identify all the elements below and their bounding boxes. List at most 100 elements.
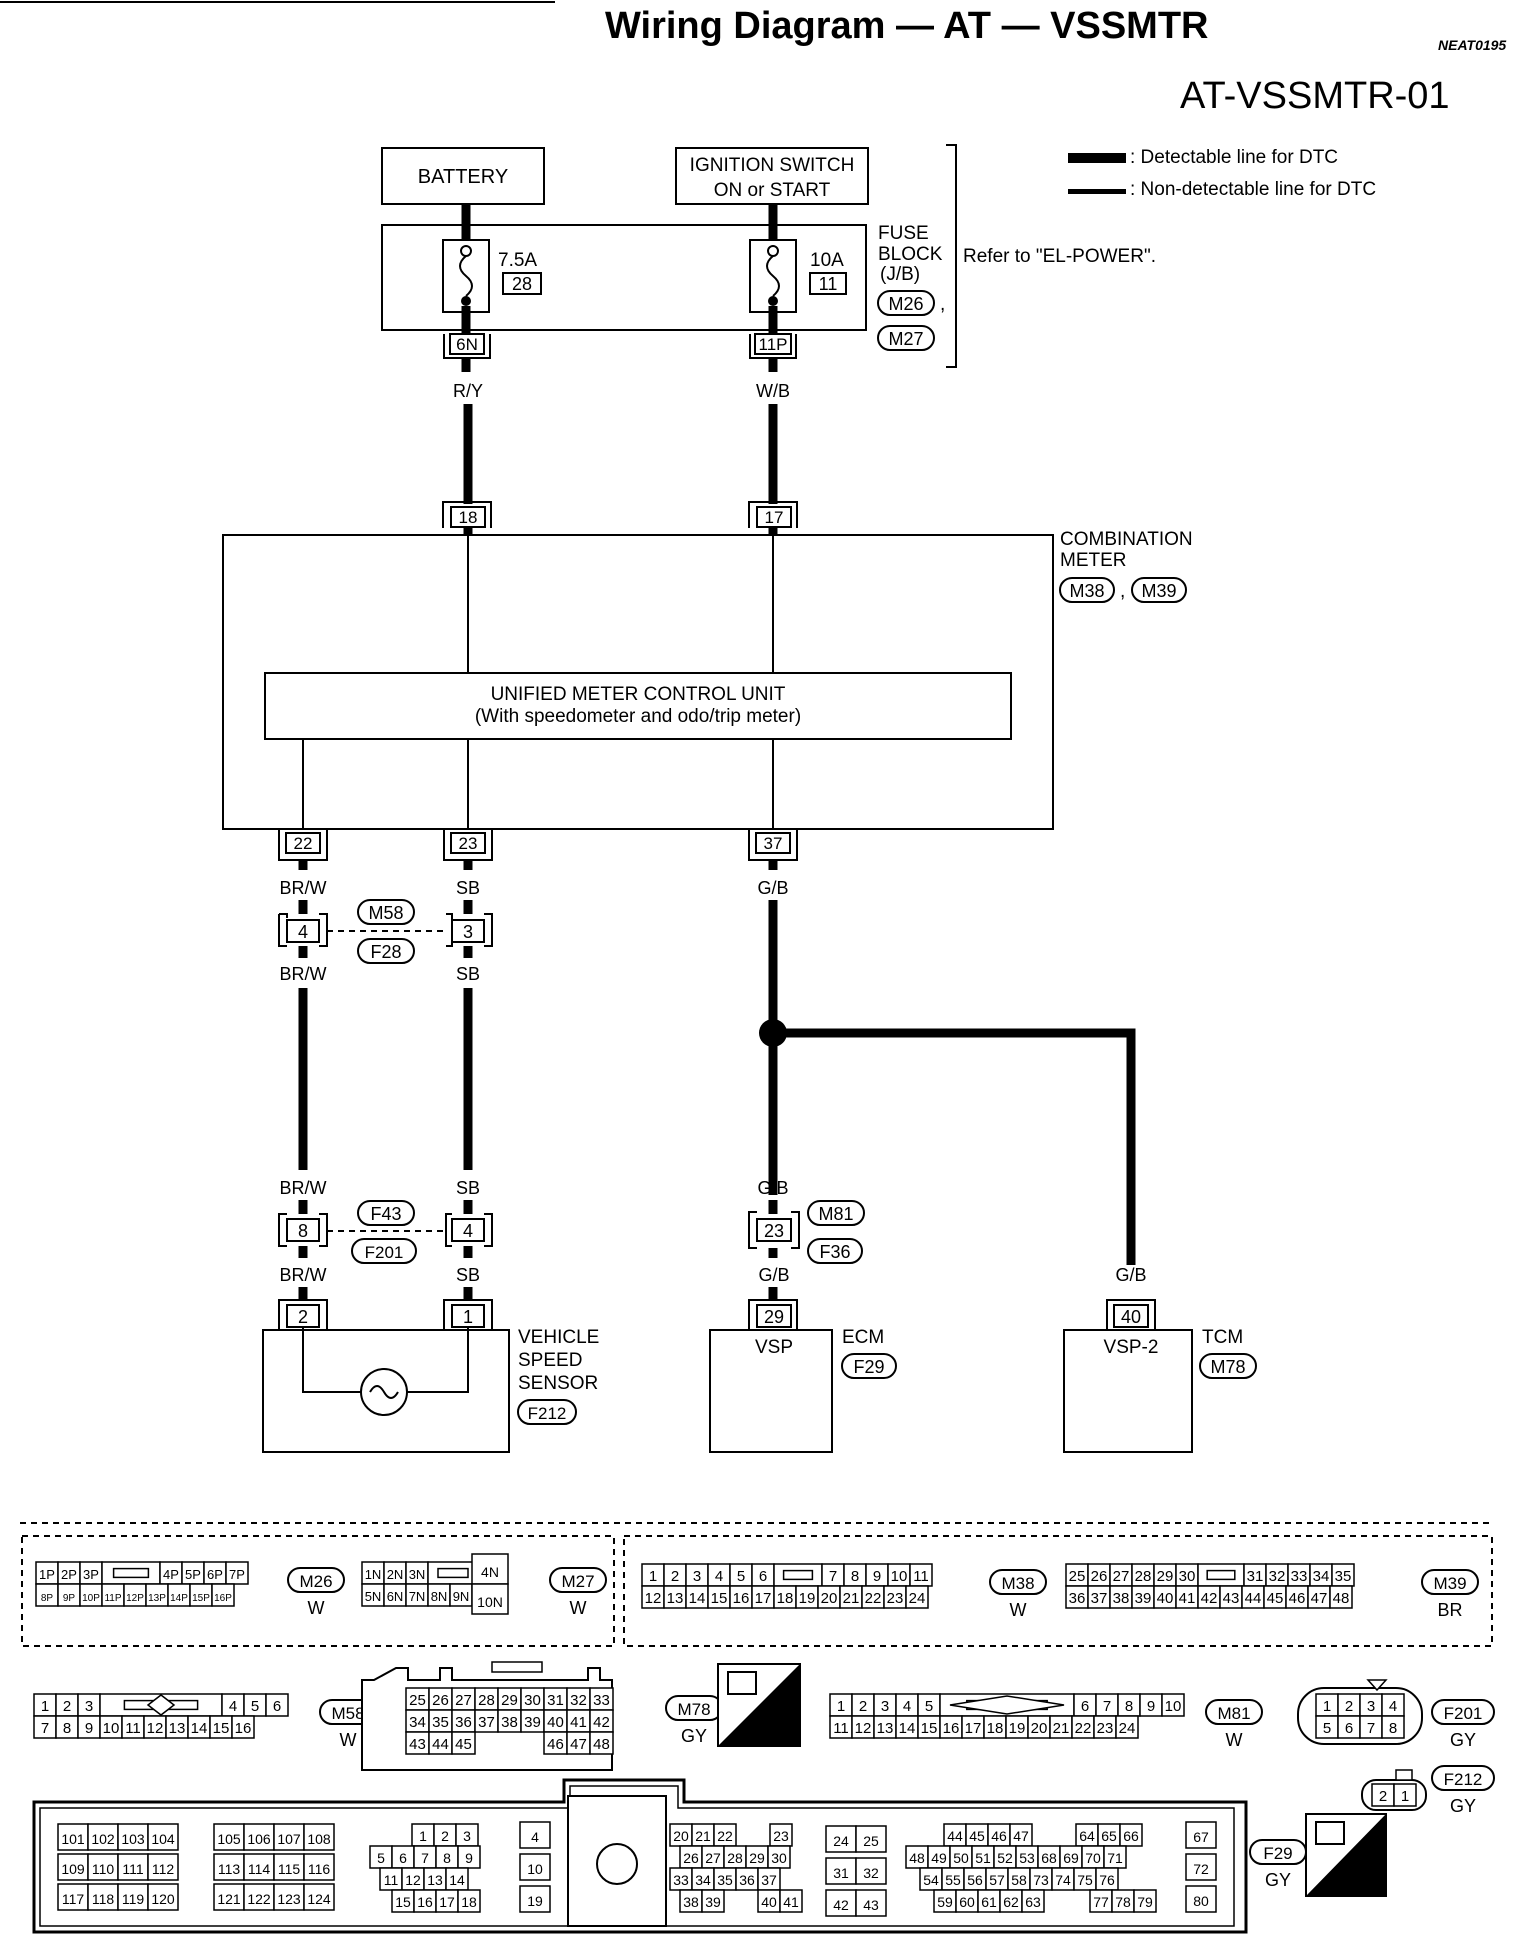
svg-text:F36: F36 [819, 1242, 850, 1262]
pin-label: 32 [1269, 1568, 1286, 1585]
pin-label: 48 [909, 1850, 925, 1866]
pin-label: 30 [1179, 1568, 1196, 1585]
pin-label: 4 [1389, 1698, 1397, 1715]
pin-label: 6 [1081, 1698, 1089, 1715]
pin-label: 103 [121, 1831, 145, 1847]
ecm-terminal: VSP [755, 1337, 793, 1358]
harness-side-icon [727, 1671, 757, 1695]
tcm-pin-40: 40 [1106, 1299, 1156, 1330]
pin-label: 15 [395, 1894, 411, 1910]
meter-pin-22: 22 [278, 830, 328, 861]
pin-label: 7 [829, 1568, 837, 1585]
connector-color: GY [1450, 1796, 1476, 1816]
wire-sb-3: SB [456, 1178, 480, 1198]
connector-color: W [570, 1598, 587, 1618]
pin-label: 8P [41, 1593, 54, 1604]
terminal-6N: 6N [443, 333, 491, 359]
wire-brw-1: BR/W [280, 878, 327, 898]
pin-label: 25 [1069, 1568, 1086, 1585]
pin-label: 5 [377, 1850, 385, 1866]
pin-label: 118 [92, 1891, 115, 1907]
pin-label: 27 [455, 1692, 472, 1709]
tcm-label: TCM [1202, 1327, 1243, 1348]
fuse-11-number: 11 [819, 274, 838, 294]
harness-side-icon [1315, 1821, 1345, 1845]
pin-label: 48 [593, 1736, 610, 1753]
joint-connector-m81-f36: 23 M81 F36 [748, 1200, 865, 1264]
pin-label: 43 [1223, 1590, 1240, 1607]
wire-color-ry: R/Y [453, 381, 483, 401]
pin-label: 119 [122, 1891, 145, 1907]
pin-label: 54 [923, 1872, 939, 1888]
pin-label: 59 [937, 1894, 953, 1910]
pin-label: 10 [103, 1720, 120, 1737]
pin-label: 15 [921, 1720, 938, 1737]
pin-label: 12 [645, 1590, 662, 1607]
pin-label: 12 [405, 1872, 421, 1888]
pin-label: 20 [673, 1828, 689, 1844]
pin-label: 114 [248, 1861, 271, 1877]
pin-label: 17 [755, 1590, 772, 1607]
pin-label: 1N [365, 1567, 382, 1582]
wire-sb-1: SB [456, 878, 480, 898]
pin-label: 50 [953, 1850, 969, 1866]
pin-label: 37 [478, 1714, 495, 1731]
pin-label: 8 [1125, 1698, 1133, 1715]
pin-label: 6P [207, 1567, 223, 1582]
connector-id: M27 [561, 1572, 594, 1591]
pin-label: 10 [891, 1568, 908, 1585]
pin-label: 18 [777, 1590, 794, 1607]
ignition-label-1: IGNITION SWITCH [690, 155, 855, 176]
pin-label: 1P [39, 1567, 55, 1582]
pin-label: 101 [61, 1831, 85, 1847]
pin-label: 64 [1079, 1828, 1095, 1844]
pin-label: 45 [1267, 1590, 1284, 1607]
harness-side-label: H.S. [754, 1718, 791, 1739]
svg-text:4: 4 [463, 1221, 473, 1241]
pin-label: 41 [1179, 1590, 1196, 1607]
terminal-11P: 11P [749, 333, 797, 359]
pin-label: 16 [417, 1894, 433, 1910]
svg-text:37: 37 [764, 834, 783, 853]
pin-label: 46 [1289, 1590, 1306, 1607]
wire-sb-4: SB [456, 1265, 480, 1285]
connector-id: M78 [677, 1700, 710, 1719]
harness-side-label: H.S. [1342, 1868, 1379, 1889]
pin-label: 27 [1113, 1568, 1130, 1585]
pin-label: 10P [82, 1593, 100, 1604]
pin-label: 17 [965, 1720, 982, 1737]
pin-label: 75 [1077, 1872, 1093, 1888]
pin-label: 38 [1113, 1590, 1130, 1607]
pin-label: 1 [1323, 1698, 1331, 1715]
pin-label: 6 [1345, 1720, 1353, 1737]
pin-label: 47 [570, 1736, 587, 1753]
legend-detectable-swatch [1068, 153, 1126, 163]
pin-label: 26 [432, 1692, 449, 1709]
pin-label: 7 [1367, 1720, 1375, 1737]
pin-label: 13 [667, 1590, 684, 1607]
connector-color: W [340, 1730, 357, 1750]
svg-text:11P: 11P [759, 335, 788, 354]
connector-color: GY [681, 1726, 707, 1746]
svg-text:M81: M81 [818, 1204, 853, 1224]
wire-brw-4: BR/W [280, 1265, 327, 1285]
unified-meter-control-unit [264, 672, 1012, 740]
pin-label: 1 [419, 1828, 427, 1844]
pin-label: 122 [247, 1891, 271, 1907]
wire-gb-1: G/B [757, 878, 788, 898]
pin-label: 16 [235, 1720, 252, 1737]
pin-label: 13 [427, 1872, 443, 1888]
pin-label: 8 [851, 1568, 859, 1585]
pin-label: 43 [409, 1736, 426, 1753]
pin-label: 24 [909, 1590, 926, 1607]
pin-label: 7P [229, 1567, 245, 1582]
pin-label: 9 [465, 1850, 473, 1866]
pin-label: 17 [439, 1894, 455, 1910]
fuse-block-label-1: FUSE [878, 223, 929, 244]
pin-label: 16 [943, 1720, 960, 1737]
pin-label: 7 [421, 1850, 429, 1866]
